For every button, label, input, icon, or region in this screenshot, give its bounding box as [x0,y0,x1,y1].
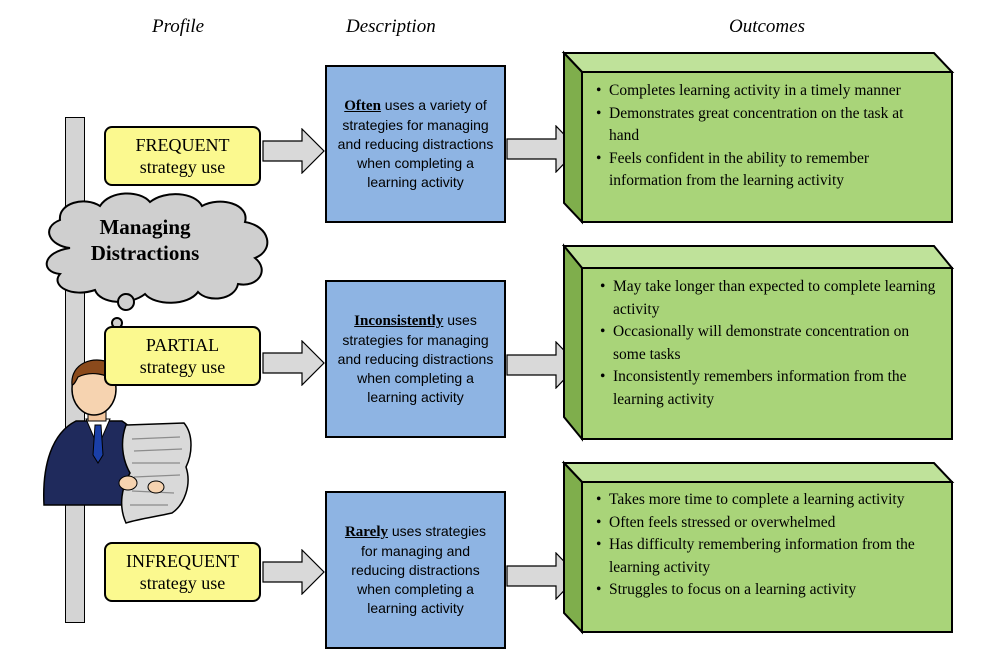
profile-box-frequent: FREQUENT strategy use [104,126,261,186]
list-item: Completes learning activity in a timely … [596,80,934,103]
list-item: Struggles to focus on a learning activit… [596,579,944,602]
outcome-list-partial: May take longer than expected to complet… [600,276,945,411]
list-item: Often feels stressed or overwhelmed [596,512,944,535]
profile-sub-label: strategy use [139,157,226,177]
cloud-title: Managing Distractions [70,214,220,266]
outcome-list-frequent: Completes learning activity in a timely … [596,80,934,193]
profile-box-infrequent: INFREQUENT strategy use [104,542,261,602]
outcome-list-infrequent: Takes more time to complete a learning a… [596,489,944,602]
description-text: Often uses a variety of strategies for m… [335,96,496,192]
description-body: uses strategies for managing and reducin… [337,312,494,405]
list-item: Has difficulty remembering information f… [596,534,944,579]
list-item: Inconsistently remembers information fro… [600,366,945,411]
profile-sub-label: strategy use [139,357,226,377]
arrow-right-icon [262,549,325,595]
description-keyword: Inconsistently [354,313,444,329]
description-text: Inconsistently uses strategies for manag… [335,311,496,407]
description-text: Rarely uses strategies for managing and … [335,522,496,618]
arrow-right-icon [262,128,325,174]
profile-box-partial: PARTIAL strategy use [104,326,261,386]
list-item: Feels confident in the ability to rememb… [596,148,934,193]
description-box-frequent: Often uses a variety of strategies for m… [325,65,506,223]
profile-column-header: Profile [152,16,205,37]
list-item: May take longer than expected to complet… [600,276,945,321]
profile-level-label: PARTIAL [145,335,220,355]
list-item: Takes more time to complete a learning a… [596,489,944,512]
description-body: uses a variety of strategies for managin… [337,97,494,190]
outcomes-column-header: Outcomes [729,16,805,37]
cloud-title-line1: Managing [99,215,191,239]
arrow-right-icon [262,340,325,386]
thought-cloud-icon [45,192,269,329]
description-keyword: Often [344,98,381,114]
list-item: Demonstrates great concentration on the … [596,103,934,148]
profile-sub-label: strategy use [139,573,226,593]
cloud-title-line2: Distractions [90,241,200,265]
description-box-infrequent: Rarely uses strategies for managing and … [325,491,506,649]
profile-level-label: FREQUENT [135,135,230,155]
description-keyword: Rarely [344,524,388,540]
description-body: uses strategies for managing and reducin… [351,523,487,616]
description-box-partial: Inconsistently uses strategies for manag… [325,280,506,438]
profile-level-label: INFREQUENT [126,551,239,571]
list-item: Occasionally will demonstrate concentrat… [600,321,945,366]
description-column-header: Description [346,16,436,37]
